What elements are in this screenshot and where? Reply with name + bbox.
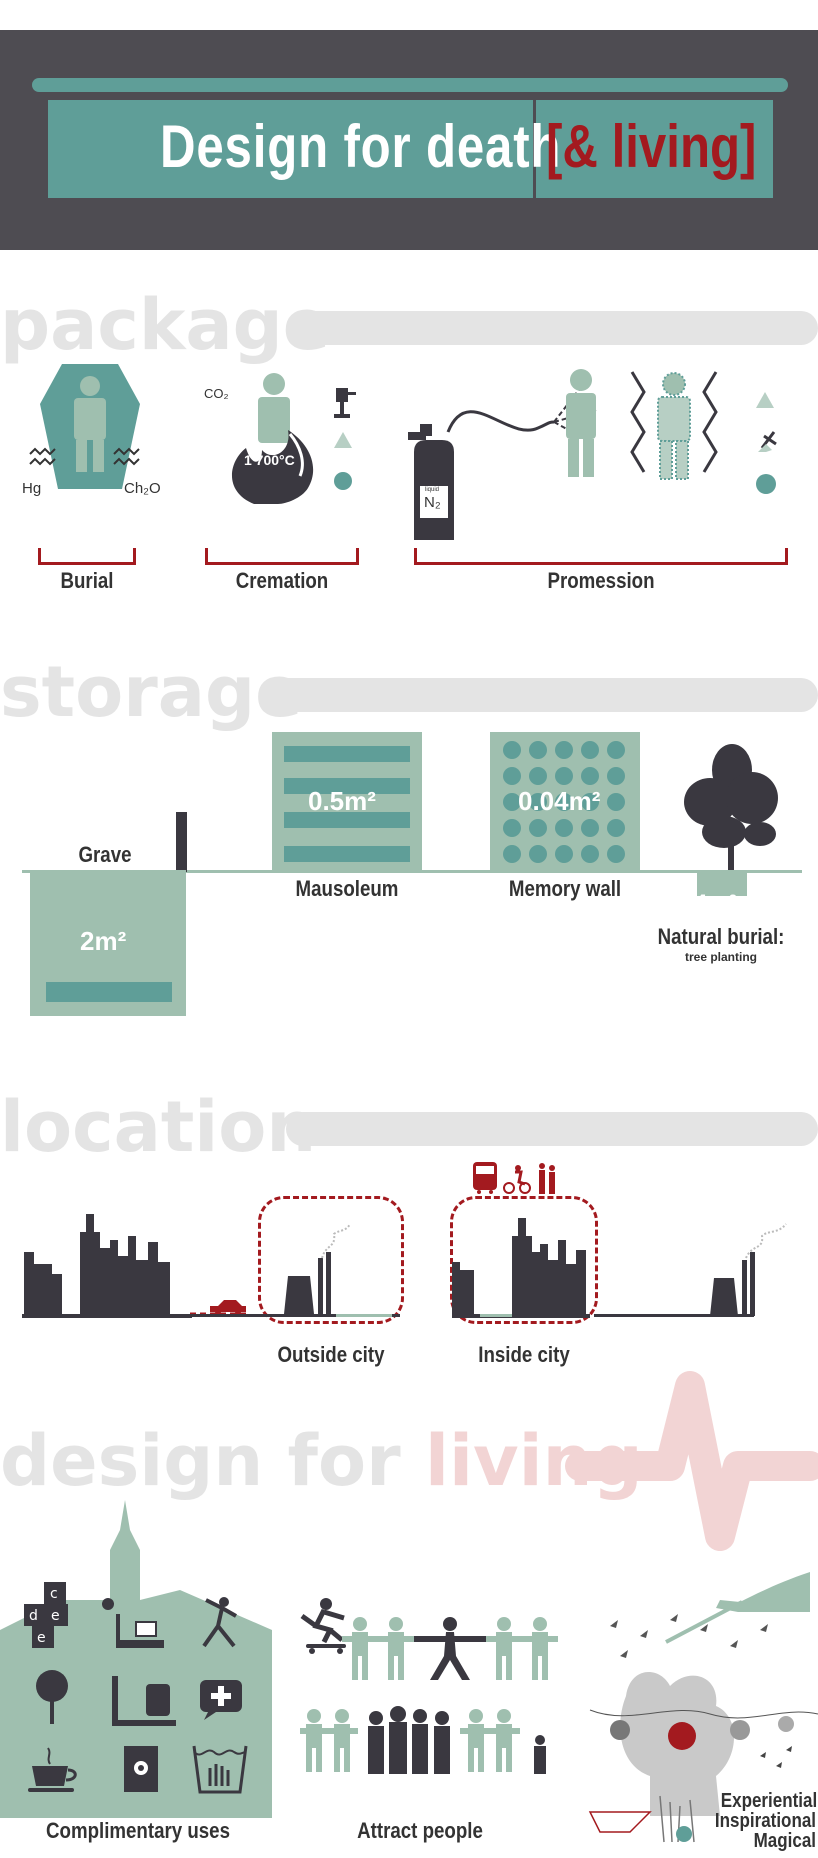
promession-bracket xyxy=(414,548,788,565)
city-skyline-left xyxy=(22,1214,192,1318)
memory-wall-niches xyxy=(503,741,625,863)
mausoleum-shelf-3 xyxy=(284,812,410,828)
storage-section-bar xyxy=(268,678,818,712)
powder-dot-icon xyxy=(756,474,776,494)
magic-wand-hand-icon xyxy=(665,1572,810,1644)
burial-bracket xyxy=(38,548,136,565)
outside-ground xyxy=(190,1314,400,1317)
svg-text:e: e xyxy=(37,1630,46,1646)
cyclist-icon xyxy=(503,1165,531,1194)
mausoleum-shelf-2 xyxy=(284,778,410,794)
cremation-figure-icon xyxy=(231,373,314,504)
natural-burial-label: Natural burial: xyxy=(657,924,785,949)
living-section-prefix: design for xyxy=(0,1420,425,1502)
mausoleum-area: 0.5m² xyxy=(308,786,376,816)
city-skyline-inside xyxy=(452,1218,590,1318)
magical-collage xyxy=(588,1614,818,1843)
burial-label: Burial xyxy=(60,568,114,593)
location-section-title: location xyxy=(0,1086,317,1168)
promession-label: Promession xyxy=(547,568,655,593)
nitrogen-tank-icon xyxy=(408,424,454,540)
heartbeat-line xyxy=(565,1371,818,1551)
package-section-bar xyxy=(290,311,818,345)
nitrogen-label: N₂ xyxy=(424,494,441,511)
paper-chain-top-icon xyxy=(342,1617,558,1680)
cremation-bracket xyxy=(205,548,359,565)
banner-rail xyxy=(32,78,788,92)
tree-plot xyxy=(697,870,747,896)
natural-burial-sublabel: tree planting xyxy=(684,950,757,964)
chem-co2: CO₂ xyxy=(204,386,229,401)
svg-text:d: d xyxy=(29,1608,38,1624)
mausoleum-shelf-4 xyxy=(284,846,410,862)
attract-people-label: Attract people xyxy=(357,1818,483,1843)
svg-text:e: e xyxy=(51,1608,60,1624)
paper-chain-bottom-icon xyxy=(300,1706,546,1774)
grave-headstone xyxy=(176,812,187,872)
memory-wall-area: 0.04m² xyxy=(518,786,601,816)
kitchen-icon xyxy=(112,1676,176,1726)
living-section-title: design for living xyxy=(0,1426,643,1496)
package-section-title: package xyxy=(0,284,331,366)
grave-coffin xyxy=(46,982,172,1002)
svg-text:c: c xyxy=(50,1586,58,1602)
book-icon xyxy=(124,1746,158,1792)
outside-ground-sage xyxy=(336,1314,392,1317)
laundry-icon xyxy=(192,1745,248,1794)
inside-city-frame xyxy=(450,1196,598,1324)
first-aid-icon xyxy=(200,1680,242,1720)
tree-small-icon xyxy=(36,1670,68,1724)
storage-section-title: storage xyxy=(0,651,303,733)
magical-word: Magical xyxy=(753,1830,816,1852)
coffin-icon xyxy=(40,364,140,489)
ash-triangle-icon xyxy=(334,432,352,448)
tree-icon xyxy=(684,744,778,880)
banner-divider xyxy=(533,100,536,198)
powder-triangle-icon xyxy=(756,392,774,408)
title-banner xyxy=(48,100,773,198)
grave-area: 2m² xyxy=(80,926,127,956)
building-silhouette xyxy=(0,1500,272,1818)
inside-sage-strip xyxy=(480,1314,512,1317)
person-frozen-icon xyxy=(566,369,596,477)
grave-label: Grave xyxy=(78,842,132,867)
skateboarder-icon xyxy=(300,1598,346,1654)
chem-hg: Hg xyxy=(22,480,42,497)
bus-icon xyxy=(473,1162,497,1194)
fumes-left-icon xyxy=(29,447,56,466)
yoga-icon xyxy=(202,1597,237,1648)
natural-burial-area: 4m² xyxy=(694,890,737,917)
person-dissolving-icon xyxy=(630,371,718,480)
cremation-label: Cremation xyxy=(235,568,329,593)
right-ground xyxy=(594,1314,754,1317)
outside-city-frame xyxy=(258,1196,404,1324)
experiential-word: Experiential xyxy=(720,1790,818,1812)
reading-icon xyxy=(116,1614,164,1648)
chem-ch2o: Ch₂O xyxy=(124,480,161,497)
living-section-accent: living xyxy=(425,1420,643,1502)
mausoleum-label: Mausoleum xyxy=(295,876,399,901)
nitrogen-small: liquid xyxy=(425,487,440,493)
memory-wall-label: Memory wall xyxy=(508,876,622,901)
playground-icon xyxy=(102,1598,114,1610)
page-title-accent: [& living] xyxy=(546,113,757,180)
crematorium-far-icon xyxy=(710,1223,787,1316)
location-section-bar xyxy=(286,1112,818,1146)
magnet-icon xyxy=(758,431,777,452)
ash-dot-icon xyxy=(334,472,352,490)
complimentary-uses-label: Complimentary uses xyxy=(46,1818,230,1843)
fumes-right-icon xyxy=(113,447,140,466)
crematorium-smokestack-icon xyxy=(284,1223,351,1314)
inspirational-word: Inspirational xyxy=(714,1810,816,1832)
pedestrians-icon xyxy=(539,1163,555,1194)
mausoleum-shelf-1 xyxy=(284,746,410,762)
inside-city-label: Inside city xyxy=(478,1342,570,1367)
page-title: Design for death xyxy=(160,113,562,180)
outside-city-label: Outside city xyxy=(277,1342,385,1367)
tea-cup-icon xyxy=(28,1747,77,1792)
cremation-temperature: 1 700°C xyxy=(244,452,295,468)
grinder-icon xyxy=(334,388,356,418)
